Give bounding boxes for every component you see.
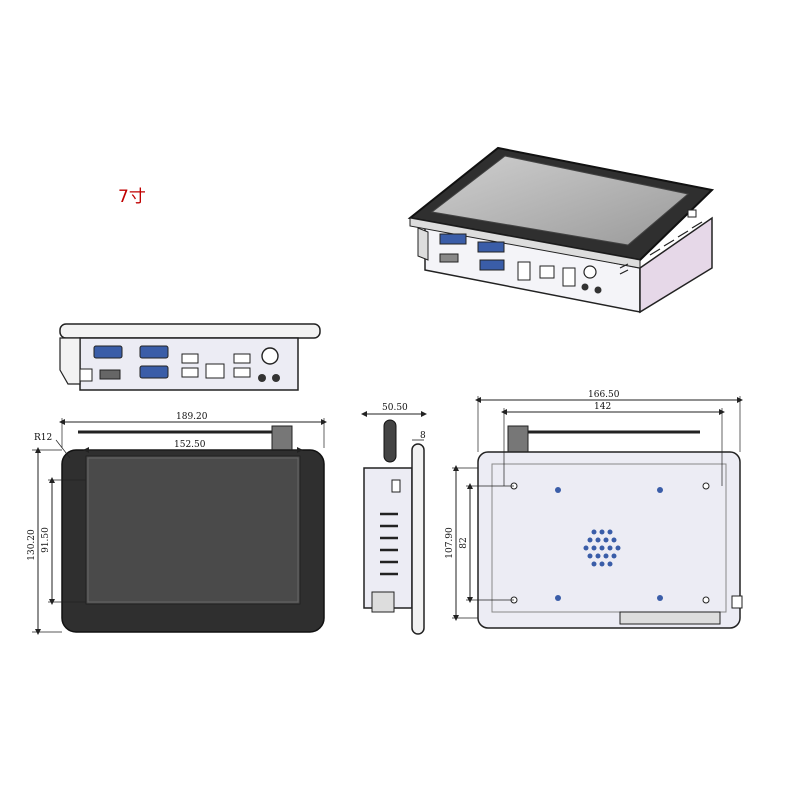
front-view: 189.20 152.50 R12 130.20 91.50 xyxy=(27,412,327,635)
power-button-icon xyxy=(583,265,597,279)
dim-back-height: 107.90 xyxy=(445,527,455,559)
ethernet-port-icon xyxy=(539,265,555,279)
usb-port-icon xyxy=(562,267,576,287)
audio-jack-icon xyxy=(594,286,602,294)
dc-jack-icon xyxy=(79,368,93,382)
dim-hole-width: 142 xyxy=(594,402,611,412)
dim-front-width: 189.20 xyxy=(176,412,208,422)
dim-front-height: 130.20 xyxy=(27,529,37,561)
speaker-grille-icon xyxy=(583,529,621,567)
back-view: 166.50 142 107.90 82 xyxy=(445,390,743,629)
serial-port-icon xyxy=(477,241,505,253)
serial-port-icon xyxy=(139,345,169,359)
vga-port-icon xyxy=(139,365,169,379)
hdmi-port-icon xyxy=(439,253,459,263)
io-panel-view xyxy=(59,323,321,391)
usb-port-icon xyxy=(233,353,251,364)
screen-size-label: 7寸 xyxy=(118,187,146,207)
dim-screen-width: 152.50 xyxy=(174,440,206,450)
audio-jack-icon xyxy=(258,374,266,382)
usb-port-icon xyxy=(181,353,199,364)
power-button-icon xyxy=(261,347,279,365)
hdmi-port-icon xyxy=(99,369,121,380)
serial-port-icon xyxy=(93,345,123,359)
dim-hole-height: 82 xyxy=(459,537,469,548)
audio-jack-icon xyxy=(581,283,589,291)
dim-screen-height: 91.50 xyxy=(41,527,51,553)
dim-side-depth: 50.50 xyxy=(382,403,408,413)
serial-port-icon xyxy=(439,233,467,245)
dim-back-width: 166.50 xyxy=(588,390,620,400)
isometric-view xyxy=(407,146,715,314)
ethernet-port-icon xyxy=(205,363,225,379)
usb-port-icon xyxy=(233,367,251,378)
usb-port-icon xyxy=(517,261,531,281)
dim-side-bezel: 8 xyxy=(420,431,426,441)
usb-port-icon xyxy=(181,367,199,378)
audio-jack-icon xyxy=(272,374,280,382)
dim-corner-radius: R12 xyxy=(34,433,52,443)
antenna-icon xyxy=(383,419,397,463)
vga-port-icon xyxy=(479,259,505,271)
side-view: 50.50 8 xyxy=(361,403,427,635)
